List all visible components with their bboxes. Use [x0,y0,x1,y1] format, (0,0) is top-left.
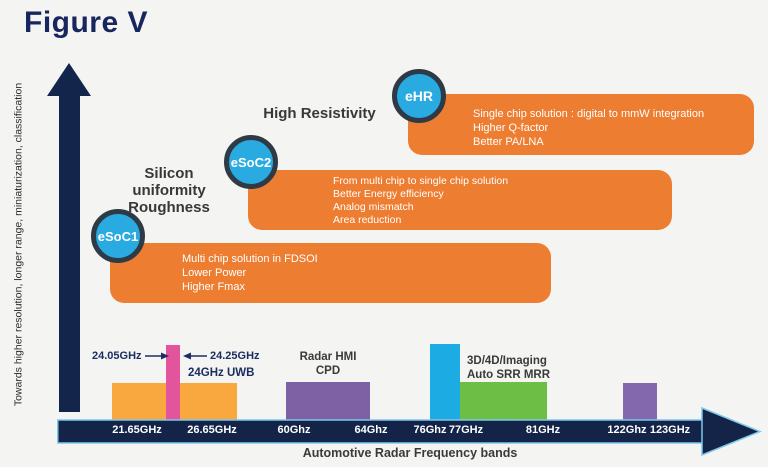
tick-123ghz: 123GHz [649,424,691,436]
freq-2425-label: 24.25GHz [210,350,260,362]
frequency-axis [57,406,762,457]
imaging-line2: Auto SRR MRR [467,369,551,381]
radar-hmi-line2: CPD [315,365,341,377]
uwb-annotation: 24GHz UWB [188,367,254,379]
silicon-uniformity-label: Silicon uniformity Roughness [110,165,228,216]
esoc2-line-3: Analog mismatch [333,201,414,213]
esoc1-callout-box: Multi chip solution in FDSOI Lower Power… [110,243,551,303]
tick-60ghz: 60Ghz [277,424,311,436]
ehr-callout-box: Single chip solution : digital to mmW in… [408,94,754,155]
freq-2425-annotation: 24.25GHz [183,350,260,362]
up-arrow-shaft [59,92,80,412]
up-arrow-head-icon [47,63,91,96]
ehr-line-2: Higher Q-factor [473,122,549,134]
band-60-64ghz-bar [286,382,370,420]
esoc1-line-2: Lower Power [182,267,247,279]
freq-2405-annotation: 24.05GHz [92,350,169,362]
band-24ghz-narrow-bar [166,345,180,420]
silicon-uniformity-line2: Roughness [128,199,210,216]
tick-122ghz: 122Ghz [607,424,647,436]
tick-77ghz: 77GHz [448,424,484,436]
right-arrow-icon [144,352,169,360]
ehr-line-1: Single chip solution : digital to mmW in… [473,108,705,120]
ehr-line-3: Better PA/LNA [473,136,544,148]
uwb-label: 24GHz UWB [188,367,255,379]
tick-76ghz: 76Ghz [413,424,447,436]
tick-64ghz: 64Ghz [354,424,388,436]
silicon-uniformity-line1: Silicon uniformity [132,165,206,199]
esoc1-badge: eSoC1 [91,209,145,263]
radar-hmi-annotation: Radar HMI CPD [286,350,370,378]
freq-2405-label: 24.05GHz [92,350,142,362]
imaging-line1: 3D/4D/Imaging [467,355,547,367]
esoc2-badge: eSoC2 [224,135,278,189]
esoc2-line-2: Better Energy efficiency [333,188,444,200]
ehr-badge: eHR [392,69,446,123]
esoc1-line-3: Higher Fmax [182,281,245,293]
esoc1-line-1: Multi chip solution in FDSOI [182,253,318,265]
esoc2-line-4: Area reduction [333,214,402,226]
band-76-77ghz-bar [430,344,460,420]
y-axis-label: Towards higher resolution, longer range,… [12,82,25,407]
imaging-annotation: 3D/4D/Imaging Auto SRR MRR [467,354,550,382]
figure-title: Figure V [24,6,149,39]
radar-hmi-line1: Radar HMI [299,351,357,363]
high-resistivity-label: High Resistivity [263,105,376,122]
tick-21-65ghz: 21.65GHz [112,424,162,436]
tick-26-65ghz: 26.65GHz [187,424,237,436]
tick-81ghz: 81GHz [525,424,561,436]
esoc2-line-1: From multi chip to single chip solution [333,175,509,187]
band-122-123ghz-bar [623,383,657,420]
esoc2-callout-box: From multi chip to single chip solution … [248,170,672,230]
frequency-axis-arrowhead-icon [701,406,762,457]
left-arrow-icon [183,352,207,360]
x-axis-title: Automotive Radar Frequency bands [302,446,518,460]
band-77-81ghz-bar [460,382,547,420]
